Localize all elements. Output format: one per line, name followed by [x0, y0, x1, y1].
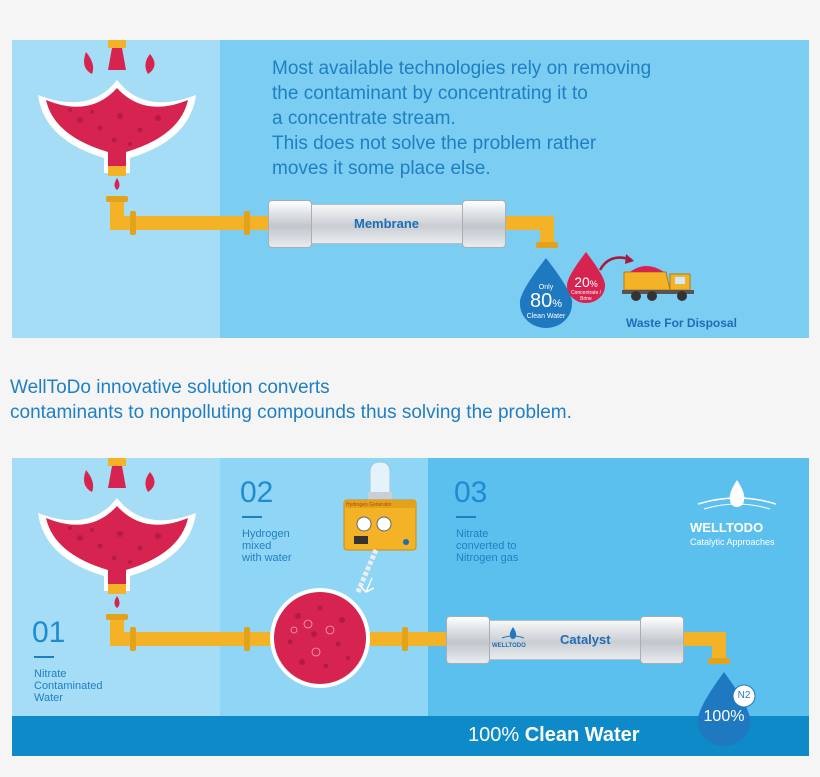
- catalyst-sphere-icon: [270, 588, 370, 688]
- top-pipe-down: [540, 216, 554, 246]
- bottom-pipe-mid: [370, 632, 450, 646]
- clean-water-percent: 100%: [468, 724, 520, 746]
- step-number: 01: [32, 616, 66, 649]
- hydrogen-generator-label: Hydrogen Generator: [346, 502, 392, 508]
- curved-arrow-icon: [598, 254, 634, 271]
- logo-tagline: Catalytic Approaches: [690, 537, 775, 547]
- pipe-logo-text: WELLTODO: [492, 643, 526, 649]
- water-drop-icon: [519, 258, 573, 328]
- bottom-pipe-down: [712, 632, 726, 662]
- bottom-pipe-joint: [402, 627, 408, 651]
- membrane-label: Membrane: [354, 216, 420, 231]
- step-number: 03: [454, 476, 488, 509]
- concentrate-drop-number: 20: [574, 274, 590, 290]
- clean-drop-value: 80%: [522, 290, 570, 313]
- bottom-pipe-horizontal: [110, 632, 280, 646]
- intro-text: Most available technologies rely on remo…: [272, 58, 652, 179]
- step-label: Nitrate converted to Nitrogen gas: [456, 528, 519, 564]
- bottom-pipe-joint: [708, 658, 730, 664]
- water-drop-icon: [566, 252, 606, 303]
- clean-drop-prefix: Only: [538, 284, 554, 291]
- clean-water-label: Clean Water: [524, 724, 640, 746]
- step-label: Nitrate Contaminated Water: [34, 668, 103, 704]
- bottom-pipe-joint: [106, 614, 128, 620]
- top-pipe-joint: [536, 242, 558, 248]
- nitrogen-bubble-icon: [732, 684, 756, 708]
- membrane-cap: [462, 200, 506, 248]
- catalyst-cap: [640, 616, 684, 664]
- dump-truck-icon: [622, 266, 694, 301]
- concentrate-drop-caption: Concentrate / Brine: [570, 290, 602, 302]
- clean-drop-caption: Clean Water: [526, 313, 566, 320]
- step-divider: [456, 516, 476, 518]
- hydrogen-hose-icon: [355, 548, 379, 593]
- hydrogen-generator-icon: [343, 461, 417, 551]
- top-pipe-joint: [244, 211, 250, 235]
- top-panel-highlight: [220, 40, 809, 338]
- membrane-cap: [268, 200, 312, 248]
- water-drop-icon: [697, 672, 751, 746]
- step-divider: [242, 516, 262, 518]
- faucet-funnel-icon: [38, 40, 196, 190]
- top-panel: [12, 40, 809, 338]
- step-divider: [34, 656, 54, 658]
- logo-name: WELLTODO: [690, 520, 764, 535]
- catalyst-cap: [446, 616, 490, 664]
- welltodo-small-logo-icon: [501, 627, 525, 639]
- bottom-pipe-joint: [244, 627, 250, 651]
- step-label: Hydrogen mixed with water: [242, 528, 292, 564]
- concentrate-drop-value: 20%: [566, 274, 606, 290]
- n2-label: N2: [737, 690, 751, 701]
- catalyst-label: Catalyst: [560, 632, 611, 647]
- concentrate-drop-unit: %: [589, 279, 598, 289]
- top-pipe-joint: [130, 211, 136, 235]
- clean-water-band: [12, 716, 809, 756]
- welltodo-logo-icon: [697, 480, 777, 510]
- clean-water-text: 100% Clean Water: [468, 724, 640, 747]
- solution-text: WellToDo innovative solution converts co…: [10, 377, 572, 423]
- waste-label: Waste For Disposal: [626, 316, 737, 330]
- bottom-pipe-joint: [130, 627, 136, 651]
- top-pipe-horizontal: [110, 216, 280, 230]
- clean-drop-100: 100%: [703, 708, 745, 725]
- top-pipe-joint: [106, 196, 128, 202]
- step-number: 02: [240, 476, 274, 509]
- clean-drop-number: 80: [529, 290, 553, 312]
- clean-drop-unit: %: [552, 298, 563, 310]
- faucet-funnel-icon: [38, 458, 196, 608]
